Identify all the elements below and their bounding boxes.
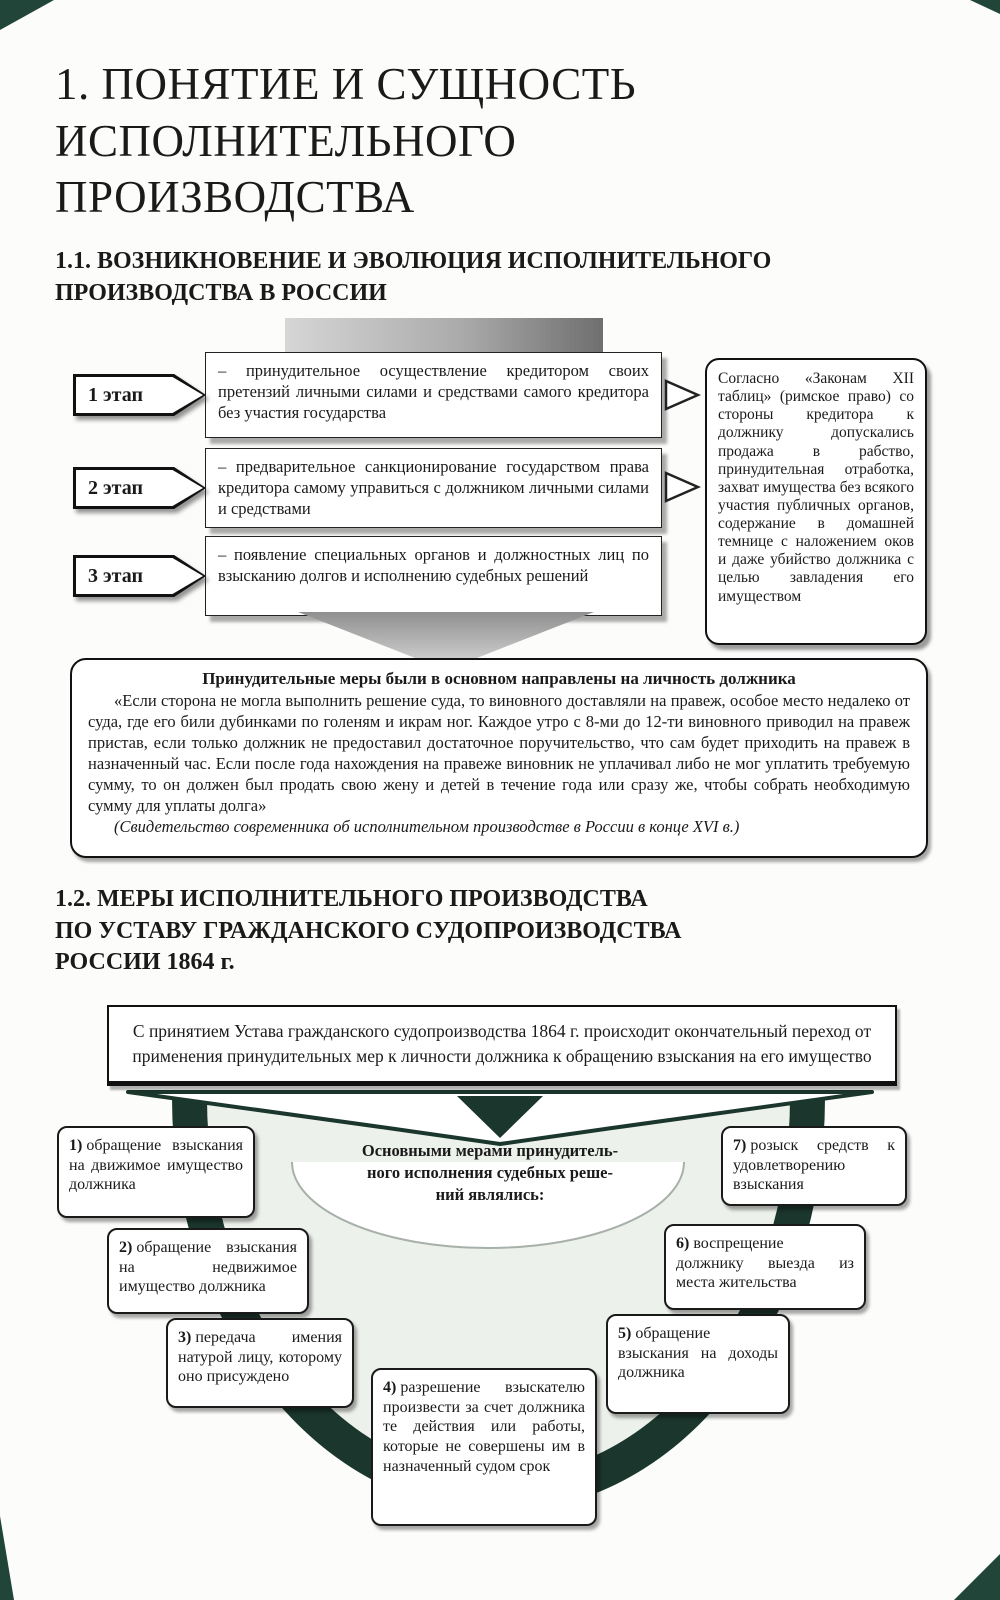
measure-6-box: 6)воспрещение должнику выезда из места ж… [664, 1224, 866, 1310]
flow-arrow-right-icon [664, 379, 701, 411]
intro-1864-text: С принятием Устава гражданского судопрои… [132, 1021, 872, 1066]
page-title: 1. ПОНЯТИЕ И СУЩНОСТЬ ИСПОЛНИТЕЛЬНОГО ПР… [55, 59, 637, 223]
arrow-shape-fill [76, 558, 203, 594]
measure-2-text: обращение взыскания на недвижимое имущес… [119, 1239, 297, 1296]
stage-1-text: – принудительное осуществление кредиторо… [218, 361, 649, 422]
measure-2-box: 2)обращение взыскания на недвижимое имущ… [107, 1228, 309, 1314]
stage-1-text-box: – принудительное осуществление кредиторо… [205, 352, 662, 438]
stage-3-text-box: – появление специальных органов и должно… [205, 536, 662, 616]
funnel-shape [298, 612, 594, 662]
measure-1-number: 1) [69, 1137, 83, 1154]
measure-3-box: 3)передача имения натурой лицу, которому… [166, 1318, 354, 1408]
summary-quote: «Если сторона не могла выполнить решение… [88, 691, 910, 815]
intro-1864-box: С принятием Устава гражданского судопрои… [107, 1005, 897, 1086]
roman-law-note-box: Согласно «Законам XII таблиц» (римское п… [705, 358, 927, 645]
arrow-shape-fill [76, 377, 203, 413]
section-1-1-heading: 1.1. ВОЗНИКНОВЕНИЕ И ЭВОЛЮЦИЯ ИСПОЛНИТЕЛ… [55, 248, 772, 306]
measure-2-number: 2) [119, 1239, 133, 1256]
flow-arrow-right-icon [664, 471, 701, 503]
roman-law-note-text: Согласно «Законам XII таблиц» (римское п… [718, 370, 914, 605]
measure-6-text: воспрещение должнику выезда из места жит… [676, 1235, 854, 1292]
corner-wedge-bottom-right [954, 1554, 1000, 1600]
stage-2-text: – предварительное санкционирование госуд… [218, 457, 649, 518]
measure-6-number: 6) [676, 1235, 690, 1252]
measure-3-text: передача имения натурой лицу, которому о… [178, 1329, 342, 1386]
measure-4-box: 4)разрешение взыскателю произвести за сч… [371, 1368, 597, 1526]
measure-7-text: розыск средств к удовлетворению взыскани… [733, 1137, 895, 1194]
stage-3-label: 3 этап [88, 565, 143, 587]
stage-2-text-box: – предварительное санкционирование госуд… [205, 448, 662, 528]
stage-1-arrow-label: 1 этап [73, 374, 206, 416]
arrow-shape-fill [76, 470, 203, 506]
corner-wedge-bottom-left [0, 1516, 14, 1600]
summary-title: Принудительные меры были в основном напр… [202, 669, 796, 688]
stage-2-label: 2 этап [88, 477, 143, 499]
measure-3-number: 3) [178, 1329, 192, 1346]
measure-4-text: разрешение взыскателю произвести за счет… [383, 1379, 585, 1475]
summary-source: (Свидетельство современника об исполните… [114, 816, 740, 836]
measure-4-number: 4) [383, 1379, 397, 1396]
measure-7-number: 7) [733, 1137, 747, 1154]
stage-1-label: 1 этап [88, 384, 143, 406]
measures-center-label: Основными мерами принудитель- ного испол… [361, 1141, 619, 1204]
measure-1-box: 1)обращение взыскания на движимое имущес… [57, 1126, 255, 1218]
stage-3-text: – появление специальных органов и должно… [218, 545, 649, 585]
corner-wedge-top-right [970, 0, 1000, 14]
stage-3-arrow-label: 3 этап [73, 555, 206, 597]
corner-wedge-top-left [0, 0, 54, 30]
measure-5-box: 5)обращение взыскания на доходы должника [606, 1314, 790, 1414]
decorative-gradient-block [285, 318, 603, 357]
measure-5-number: 5) [618, 1325, 632, 1342]
stage-2-arrow-label: 2 этап [73, 467, 206, 509]
section-1-2-heading: 1.2. МЕРЫ ИСПОЛНИТЕЛЬНОГО ПРОИЗВОДСТВА П… [55, 886, 682, 976]
measure-7-box: 7)розыск средств к удовлетворению взыска… [721, 1126, 907, 1206]
measure-5-text: обращение взыскания на доходы должника [618, 1325, 778, 1382]
measure-1-text: обращение взыскания на движимое имуществ… [69, 1137, 243, 1194]
summary-box: Принудительные меры были в основном напр… [70, 658, 928, 858]
